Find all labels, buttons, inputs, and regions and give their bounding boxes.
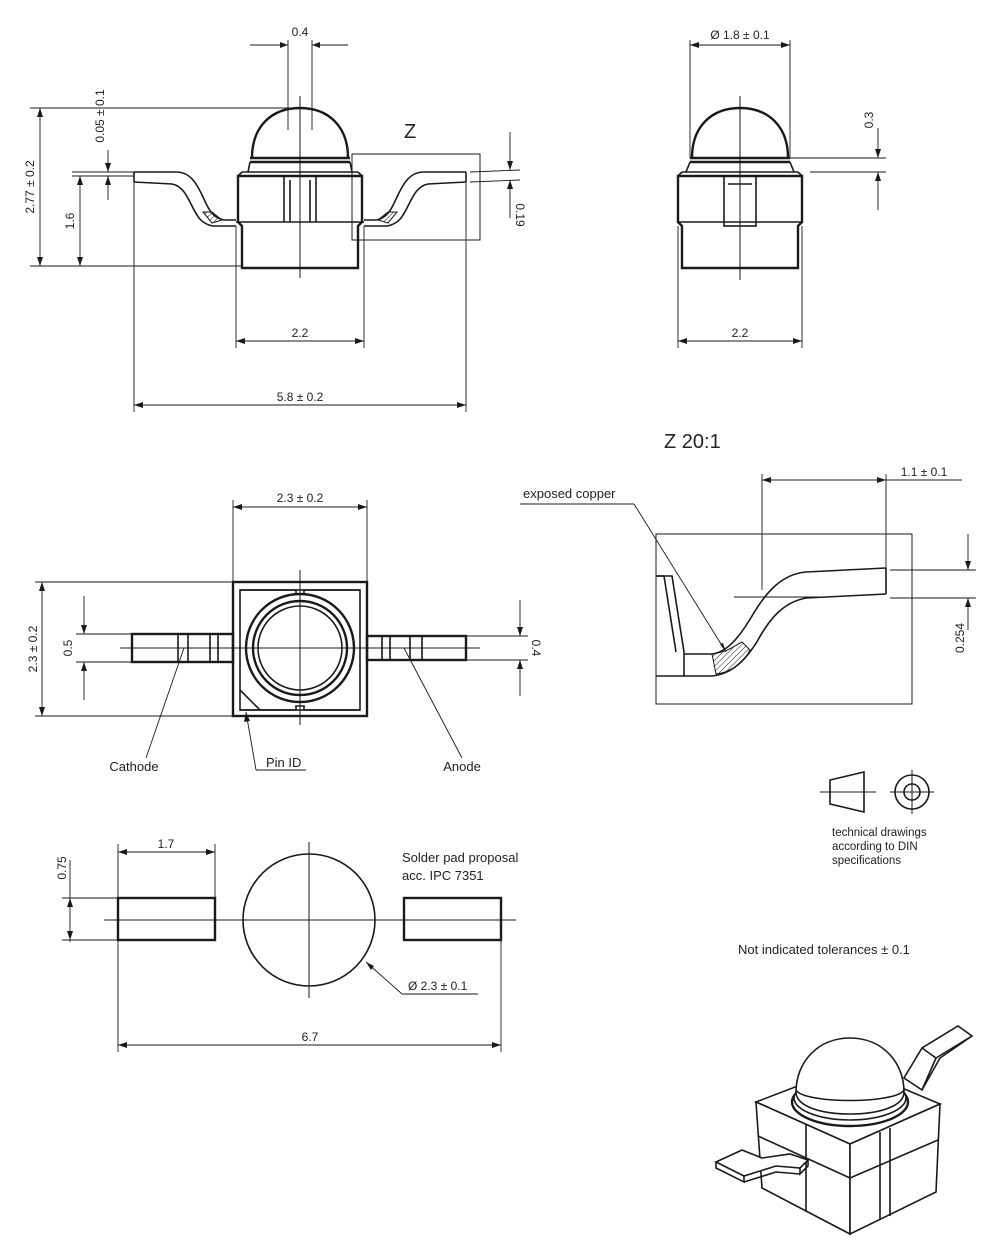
top-view <box>35 500 528 771</box>
front-dim-lens-height: 0.3 <box>862 111 876 128</box>
detail-z-title: Z 20:1 <box>664 431 721 453</box>
solder-pad-view <box>62 842 516 1052</box>
side-dim-overall-width: 5.8 ± 0.2 <box>277 390 324 404</box>
side-dim-body-width: 2.2 <box>292 326 309 340</box>
side-view <box>30 40 521 412</box>
side-dim-height: 1.6 <box>63 212 77 229</box>
projection-note-line3: specifications <box>832 855 901 867</box>
projection-symbol <box>820 770 934 814</box>
detail-dim-length: 1.1 ± 0.1 <box>901 465 948 479</box>
label-exposed-copper: exposed copper <box>523 486 616 501</box>
side-dim-lead-thickness: 0.19 <box>513 203 527 227</box>
front-view <box>676 40 886 348</box>
solder-pad-title-line2: acc. IPC 7351 <box>402 868 484 883</box>
top-dim-left-lead: 0.5 <box>61 639 75 656</box>
tolerance-note: Not indicated tolerances ± 0.1 <box>738 942 910 957</box>
top-dim-right-lead: 0.4 <box>529 640 543 657</box>
top-dim-body-width: 2.3 ± 0.2 <box>277 491 324 505</box>
solder-pad-title-line1: Solder pad proposal <box>402 850 518 865</box>
detail-z-marker: Z <box>404 121 416 143</box>
side-dim-total-height: 2.77 ± 0.2 <box>23 160 37 214</box>
side-dim-top: 0.4 <box>292 25 309 39</box>
label-cathode: Cathode <box>109 759 158 774</box>
detail-dim-height: 0.254 <box>953 623 967 653</box>
front-dim-body-width: 2.2 <box>732 326 749 340</box>
label-anode: Anode <box>443 759 481 774</box>
isometric-view <box>714 1025 974 1236</box>
pad-dim-height: 0.75 <box>55 856 69 880</box>
top-dim-body-height: 2.3 ± 0.2 <box>26 625 40 672</box>
pad-dim-circle: Ø 2.3 ± 0.1 <box>408 979 468 993</box>
front-dim-lens-diameter: Ø 1.8 ± 0.1 <box>710 28 770 42</box>
label-pin-id: Pin ID <box>266 755 301 770</box>
projection-note-line1: technical drawings <box>832 827 927 839</box>
pad-dim-total: 6.7 <box>302 1030 319 1044</box>
detail-z <box>520 474 976 705</box>
projection-note-line2: according to DIN <box>832 841 918 853</box>
pad-dim-width: 1.7 <box>158 837 175 851</box>
side-dim-tol: 0.05 ± 0.1 <box>93 89 107 143</box>
